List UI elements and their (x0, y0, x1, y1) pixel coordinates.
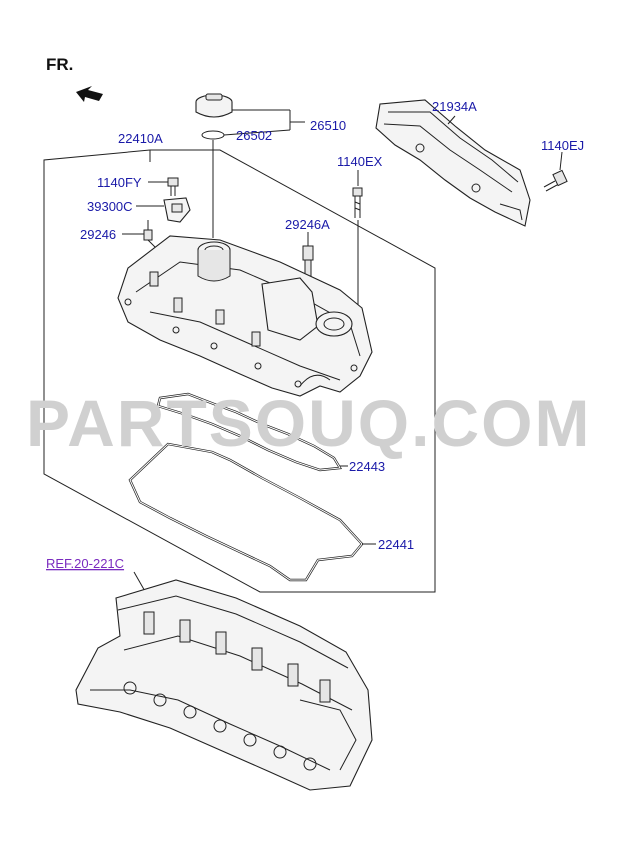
assembly-outline-box (43, 149, 436, 593)
part-label-1140FY[interactable]: 1140FY (97, 175, 142, 190)
leader-1140EJ (559, 151, 563, 171)
part-label-22443[interactable]: 22443 (349, 459, 385, 474)
part-label-1140EJ[interactable]: 1140EJ (541, 138, 584, 153)
watermark-text: PARTSOUQ.COM (26, 386, 591, 460)
leader-21934A (447, 115, 456, 125)
camshaft-position-sensor (163, 197, 191, 223)
part-label-22410A[interactable]: 22410A (118, 131, 163, 146)
connector-29246 (143, 220, 153, 241)
oil-filler-cap-o-ring (201, 130, 225, 140)
part-label-39300C[interactable]: 39300C (87, 199, 133, 214)
leader-26502 (223, 129, 291, 136)
part-label-29246[interactable]: 29246 (80, 227, 116, 242)
bolt-1140EX (352, 187, 363, 218)
cylinder-head-reference (75, 579, 373, 791)
heat-shield (375, 99, 531, 227)
cylinder-head-cover (117, 235, 373, 397)
bolt-1140EJ (543, 169, 568, 192)
part-label-26502[interactable]: 26502 (236, 128, 272, 143)
part-label-26510[interactable]: 26510 (310, 118, 346, 133)
oil-filler-cap (195, 93, 233, 118)
part-label-1140EX[interactable]: 1140EX (337, 154, 383, 169)
part-label-29246A[interactable]: 29246A (285, 217, 330, 232)
part-label-22441[interactable]: 22441 (378, 537, 414, 552)
part-label-21934A[interactable]: 21934A (432, 99, 477, 114)
bolt-1140FY (167, 177, 179, 196)
cover-gasket-22441 (128, 442, 364, 582)
front-direction-label: FR. (46, 55, 73, 74)
reference-label[interactable]: REF.20-221C (46, 556, 124, 571)
cover-gasket-22443 (156, 392, 343, 472)
front-direction-arrow-icon (76, 86, 103, 102)
